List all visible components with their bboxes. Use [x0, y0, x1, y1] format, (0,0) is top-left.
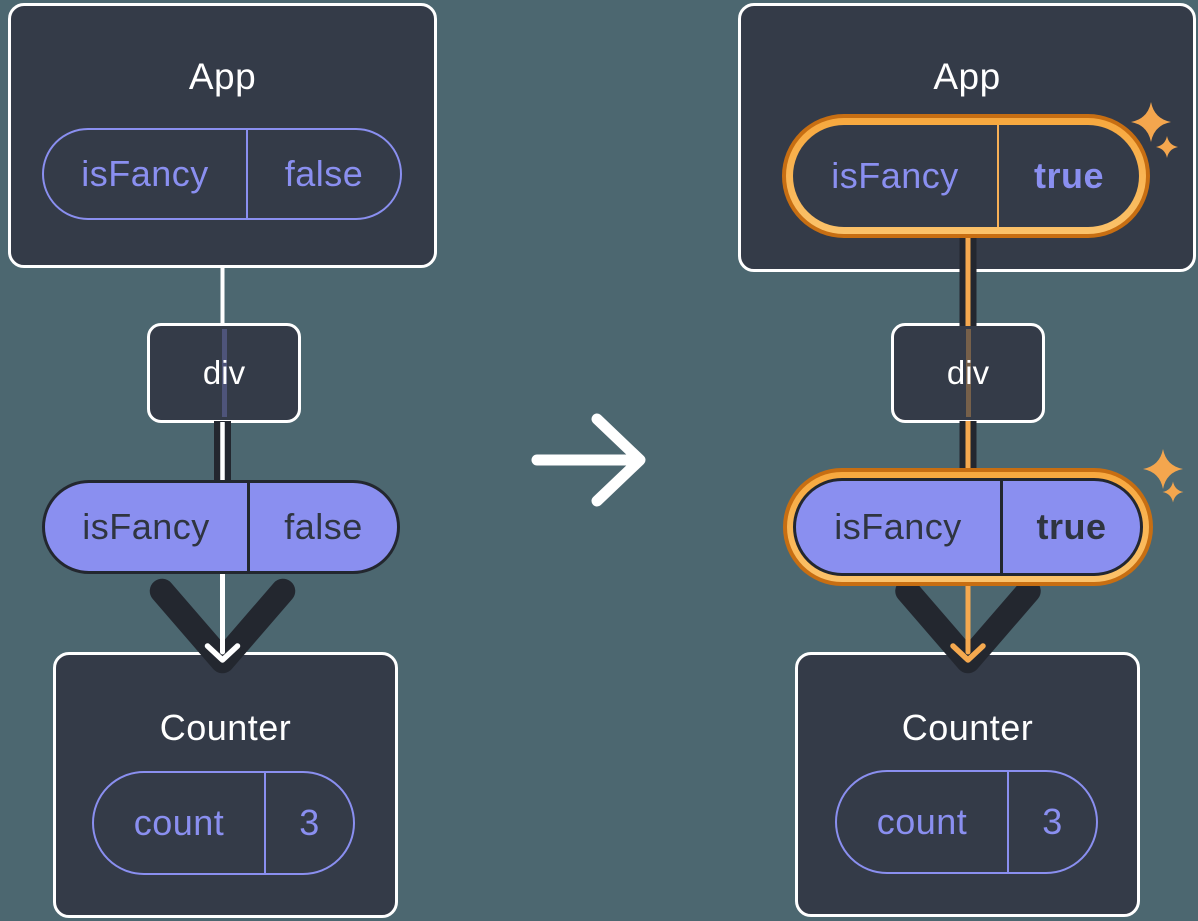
left-passed-prop-pill: isFancy false	[42, 480, 400, 574]
right-counter-state-pill: count 3	[835, 770, 1098, 874]
right-passed-prop-pill-highlight: isFancy true	[783, 468, 1153, 586]
left-app-box: App isFancy false	[8, 3, 437, 268]
right-passed-prop-pill: isFancy true	[793, 478, 1143, 576]
right-render-chevron-icon	[895, 578, 1041, 674]
right-prop-arrow-icon	[950, 575, 986, 663]
left-counter-box: Counter count 3	[53, 652, 398, 918]
left-counter-title: Counter	[159, 707, 292, 748]
prop-value-label: false	[246, 130, 400, 218]
right-app-title: App	[933, 56, 1001, 97]
left-app-prop-pill: isFancy false	[42, 128, 402, 220]
right-counter-title: Counter	[901, 707, 1034, 748]
state-key-label: count	[133, 802, 225, 843]
left-app-title: App	[188, 56, 257, 97]
left-counter-state-pill: count 3	[92, 771, 355, 875]
left-div-box: div	[147, 323, 301, 423]
transition-arrow-icon	[531, 413, 646, 507]
right-div-label: div	[946, 354, 990, 391]
prop-key-label: isFancy	[82, 506, 210, 547]
left-div-label: div	[202, 354, 246, 391]
sparkles-icon	[1143, 449, 1184, 503]
highlight-ring-inner: isFancy true	[786, 118, 1146, 234]
state-value-label: 3	[1007, 772, 1096, 872]
right-div-box: div	[891, 323, 1045, 423]
highlight-ring-inner: isFancy true	[787, 472, 1149, 582]
prop-key-label: isFancy	[81, 153, 209, 194]
prop-value-label: true	[1000, 481, 1140, 573]
prop-line-faint	[965, 329, 971, 417]
prop-key-label: isFancy	[834, 506, 962, 547]
prop-key-label: isFancy	[831, 155, 959, 196]
prop-value-label: true	[997, 125, 1139, 227]
right-counter-box: Counter count 3	[795, 652, 1140, 917]
right-app-prop-pill: isFancy true	[793, 125, 1139, 227]
right-app-prop-pill-highlight: isFancy true	[782, 114, 1150, 238]
left-render-chevron-icon	[149, 578, 296, 674]
state-value-label: 3	[264, 773, 353, 873]
state-key-label: count	[876, 801, 968, 842]
prop-value-label: false	[247, 483, 397, 571]
prop-line-faint	[221, 329, 227, 417]
left-prop-arrow-icon	[204, 569, 241, 663]
